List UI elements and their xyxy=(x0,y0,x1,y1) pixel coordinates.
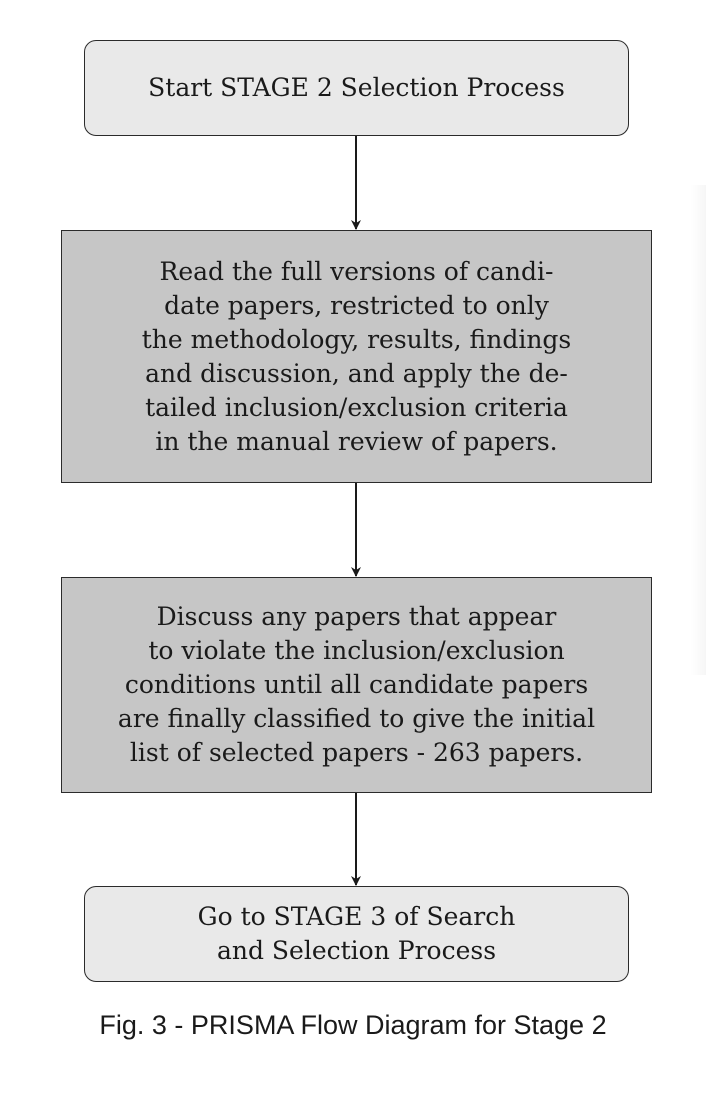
node-text-line: Start STAGE 2 Selection Process xyxy=(148,73,565,102)
start-stage2-node: Start STAGE 2 Selection Process xyxy=(84,40,629,136)
node-text-line: list of selected papers - 263 papers. xyxy=(129,738,584,767)
node-text-line: the methodology, results, findings xyxy=(141,324,572,354)
figure-caption: Fig. 3 - PRISMA Flow Diagram for Stage 2 xyxy=(99,1010,607,1040)
node-text-line: to violate the inclusion/exclusion xyxy=(148,636,565,665)
node-text-line: are finally classified to give the initi… xyxy=(117,704,596,733)
go-to-stage3-node: Go to STAGE 3 of Search and Selection Pr… xyxy=(84,886,629,982)
node-text-line: Read the full versions of candi- xyxy=(159,256,554,286)
read-full-papers-node: Read the full versions of candi- date pa… xyxy=(61,230,652,483)
node-text-line: and Selection Process xyxy=(216,936,497,965)
node-text-line: in the manual review of papers. xyxy=(155,426,558,456)
node-text-line: tailed inclusion/exclusion criteria xyxy=(145,392,568,422)
node-text-line: conditions until all candidate papers xyxy=(124,670,589,699)
discuss-papers-node: Discuss any papers that appear to violat… xyxy=(61,577,652,793)
node-text-line: date papers, restricted to only xyxy=(164,290,549,320)
node-text-line: Discuss any papers that appear xyxy=(156,602,557,631)
page-edge-shadow xyxy=(690,185,706,675)
node-text-line: Go to STAGE 3 of Search xyxy=(197,902,516,931)
node-text-line: and discussion, and apply the de- xyxy=(145,358,568,388)
